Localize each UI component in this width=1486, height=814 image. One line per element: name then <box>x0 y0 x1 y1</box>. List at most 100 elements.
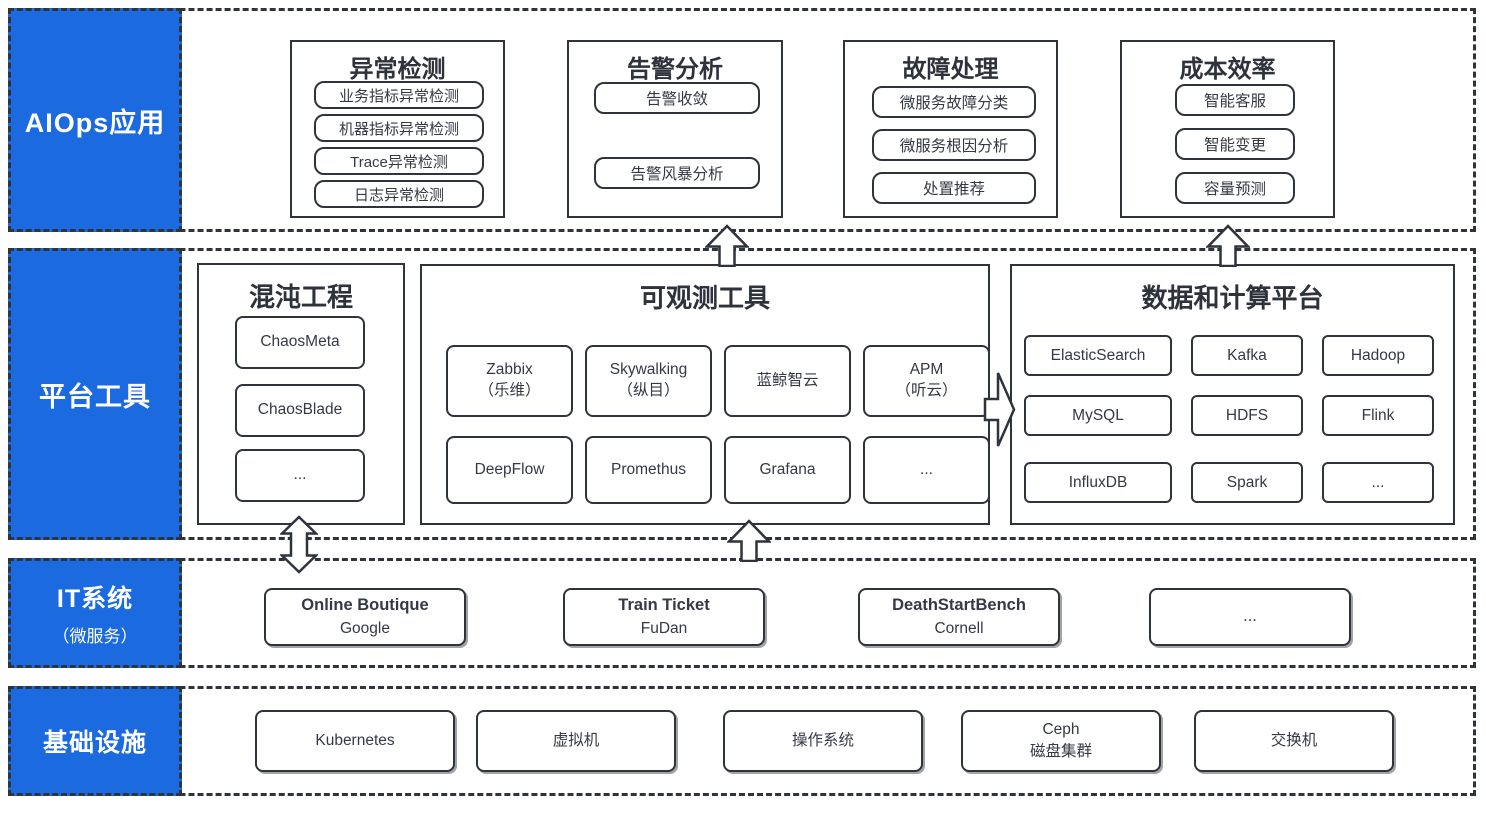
infra-box-ceph: Ceph 磁盘集群 <box>961 710 1161 772</box>
capability-item: 微服务根因分析 <box>872 129 1036 161</box>
tool-name: ChaosMeta <box>260 333 340 351</box>
group-title: 异常检测 <box>349 56 446 83</box>
layer-label-text: 基础设施 <box>42 729 147 757</box>
layer-label-platform-tools: 平台工具 <box>8 248 182 540</box>
capability-item: 智能客服 <box>1175 84 1295 116</box>
tool-box-skywalking: Skywalking （纵目） <box>585 345 712 417</box>
tool-name: ChaosBlade <box>257 401 343 419</box>
tool-vendor: （纵目） <box>617 382 680 399</box>
system-name: ... <box>1243 607 1257 626</box>
system-box-train-ticket: Train Ticket FuDan <box>563 588 765 646</box>
layer-aiops-apps: AIOps应用 异常检测 业务指标异常检测 机器指标异常检测 Trace异常检测… <box>8 8 1476 232</box>
tool-name: 蓝鲸智云 <box>756 371 819 389</box>
tool-name: APM <box>909 361 944 379</box>
tool-box-promethus: Promethus <box>585 436 712 504</box>
group-alert-analysis: 告警分析 告警收敛 告警风暴分析 <box>567 40 783 218</box>
layer-platform-tools: 平台工具 混沌工程 ChaosMeta ChaosBlade ... 可观测工具… <box>8 248 1476 540</box>
tool-box-zabbix: Zabbix （乐维） <box>446 345 573 417</box>
double-arrow-chaos-itsystems-icon <box>280 515 318 574</box>
tool-box-more: ... <box>863 436 990 504</box>
system-name: DeathStartBench <box>892 595 1026 614</box>
system-name: Train Ticket <box>618 595 710 614</box>
infra-box-os: 操作系统 <box>723 710 923 772</box>
system-box-deathstartbench: DeathStartBench Cornell <box>858 588 1060 646</box>
group-observability-tools: 可观测工具 Zabbix （乐维） Skywalking （纵目） 蓝鲸智云 A… <box>420 264 990 525</box>
up-arrow-itsystems-to-observability-icon <box>727 519 771 562</box>
tool-box-more: ... <box>235 449 365 502</box>
layer-label-text: IT系统 <box>56 585 134 613</box>
tool-name: Skywalking <box>609 361 688 379</box>
tool-box-chaosmeta: ChaosMeta <box>235 316 365 369</box>
group-cost-efficiency: 成本效率 智能客服 智能变更 容量预测 <box>1120 40 1335 218</box>
layer-label-text: AIOps应用 <box>24 107 166 138</box>
group-title: 成本效率 <box>1179 56 1276 83</box>
group-title: 告警分析 <box>627 56 723 83</box>
system-box-more: ... <box>1149 588 1351 646</box>
group-title: 故障处理 <box>902 56 999 83</box>
tool-box-bkcloud: 蓝鲸智云 <box>724 345 851 417</box>
tool-vendor: （听云） <box>895 382 958 399</box>
tool-box-hadoop: Hadoop <box>1322 335 1434 376</box>
layer-it-systems: IT系统 （微服务） Online Boutique Google Train … <box>8 558 1476 668</box>
group-fault-handling: 故障处理 微服务故障分类 微服务根因分析 处置推荐 <box>843 40 1058 218</box>
tool-box-grafana: Grafana <box>724 436 851 504</box>
group-title: 可观测工具 <box>639 283 770 313</box>
layer-sublabel-text: （微服务） <box>52 627 138 646</box>
tool-box-kafka: Kafka <box>1191 335 1303 376</box>
tool-name: ... <box>293 466 307 484</box>
tool-box-deepflow: DeepFlow <box>446 436 573 504</box>
tool-name: DeepFlow <box>474 460 545 478</box>
tool-box-chaosblade: ChaosBlade <box>235 384 365 437</box>
capability-item: 智能变更 <box>1175 128 1295 160</box>
tool-box-influxdb: InfluxDB <box>1024 462 1172 503</box>
system-org: FuDan <box>640 619 688 637</box>
tool-box-more: ... <box>1322 462 1434 503</box>
tool-box-flink: Flink <box>1322 395 1434 436</box>
system-name: Online Boutique <box>301 595 429 614</box>
tool-box-mysql: MySQL <box>1024 395 1172 436</box>
group-data-compute-platform: 数据和计算平台 ElasticSearch Kafka Hadoop MySQL… <box>1010 264 1455 525</box>
capability-item: 业务指标异常检测 <box>314 81 484 109</box>
group-chaos-engineering: 混沌工程 ChaosMeta ChaosBlade ... <box>197 263 405 525</box>
infra-name: 交换机 <box>1270 732 1318 750</box>
capability-item: 告警收敛 <box>594 82 760 114</box>
system-box-online-boutique: Online Boutique Google <box>264 588 466 646</box>
tool-vendor: （乐维） <box>478 382 541 399</box>
capability-item: 处置推荐 <box>872 172 1036 204</box>
capability-item: 机器指标异常检测 <box>314 114 484 142</box>
up-arrow-observability-to-apps-icon <box>705 224 749 267</box>
infra-name: Ceph <box>1042 721 1080 739</box>
system-org: Cornell <box>934 619 984 637</box>
tool-box-apm: APM （听云） <box>863 345 990 417</box>
group-anomaly-detection: 异常检测 业务指标异常检测 机器指标异常检测 Trace异常检测 日志异常检测 <box>290 40 505 218</box>
tool-box-hdfs: HDFS <box>1191 395 1303 436</box>
layer-infrastructure: 基础设施 Kubernetes 虚拟机 操作系统 Ceph 磁盘集群 交换机 <box>8 686 1476 796</box>
capability-item: 告警风暴分析 <box>594 157 760 189</box>
infra-name: 操作系统 <box>791 732 854 750</box>
infra-subname: 磁盘集群 <box>1029 743 1092 760</box>
right-arrow-observability-to-dataplatform-icon <box>983 372 1016 447</box>
layer-label-aiops-apps: AIOps应用 <box>8 8 182 232</box>
layer-label-infrastructure: 基础设施 <box>8 686 182 796</box>
tool-name: ... <box>920 460 933 478</box>
layer-label-it-systems: IT系统 （微服务） <box>8 558 182 668</box>
capability-item: 日志异常检测 <box>314 180 484 208</box>
infra-name: 虚拟机 <box>552 732 600 750</box>
tool-name: Promethus <box>611 460 686 478</box>
capability-item: 微服务故障分类 <box>872 86 1036 118</box>
up-arrow-dataplatform-to-apps-icon <box>1206 224 1250 267</box>
capability-item: 容量预测 <box>1175 172 1295 204</box>
tool-box-spark: Spark <box>1191 462 1303 503</box>
group-title: 混沌工程 <box>248 282 353 312</box>
layer-label-text: 平台工具 <box>39 381 151 412</box>
group-title: 数据和计算平台 <box>1141 283 1324 313</box>
infra-name: Kubernetes <box>315 732 395 750</box>
system-org: Google <box>340 619 390 637</box>
infra-box-switch: 交换机 <box>1194 710 1394 772</box>
tool-name: Zabbix <box>486 361 533 379</box>
infra-box-kubernetes: Kubernetes <box>255 710 455 772</box>
tool-name: Grafana <box>759 460 816 478</box>
tool-box-elasticsearch: ElasticSearch <box>1024 335 1172 376</box>
infra-box-vm: 虚拟机 <box>476 710 676 772</box>
